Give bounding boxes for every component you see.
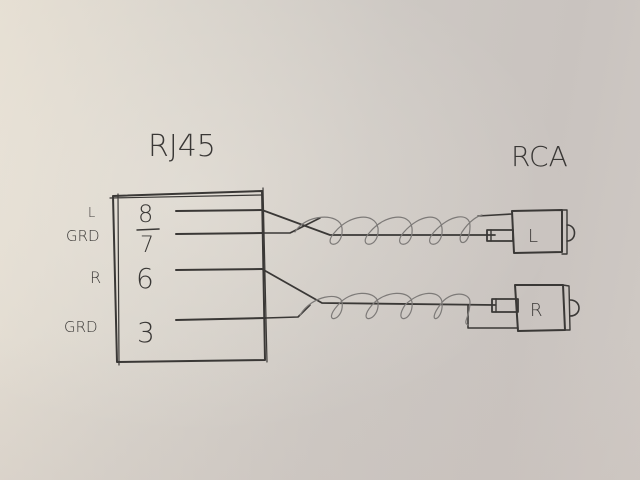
rj45-title: RJ45 [148,129,216,164]
rj45-connector-box [109,187,268,366]
rca-label-r: R [530,300,543,321]
rca-connector-right [491,284,580,332]
rca-connector-left [486,209,576,255]
wire-pair-left [261,209,513,236]
twisted-pair-coil-right [299,292,471,326]
pin-leads [175,209,266,321]
pin-label-r: R [90,268,101,287]
pin-separator [136,228,160,231]
rca-label-l: L [528,226,538,247]
rca-title: RCA [511,140,568,173]
wire-pair-right [261,268,519,329]
pin-number-6: 6 [136,262,154,295]
pin-number-3: 3 [137,316,155,349]
twisted-pair-coil-left [294,214,483,245]
pin-number-7: 7 [140,233,154,258]
pin-number-8: 8 [138,200,153,228]
pin-label-grd-7: GRD [66,227,100,245]
pin-label-grd-3: GRD [64,318,98,336]
pin-label-l: L [88,206,95,221]
